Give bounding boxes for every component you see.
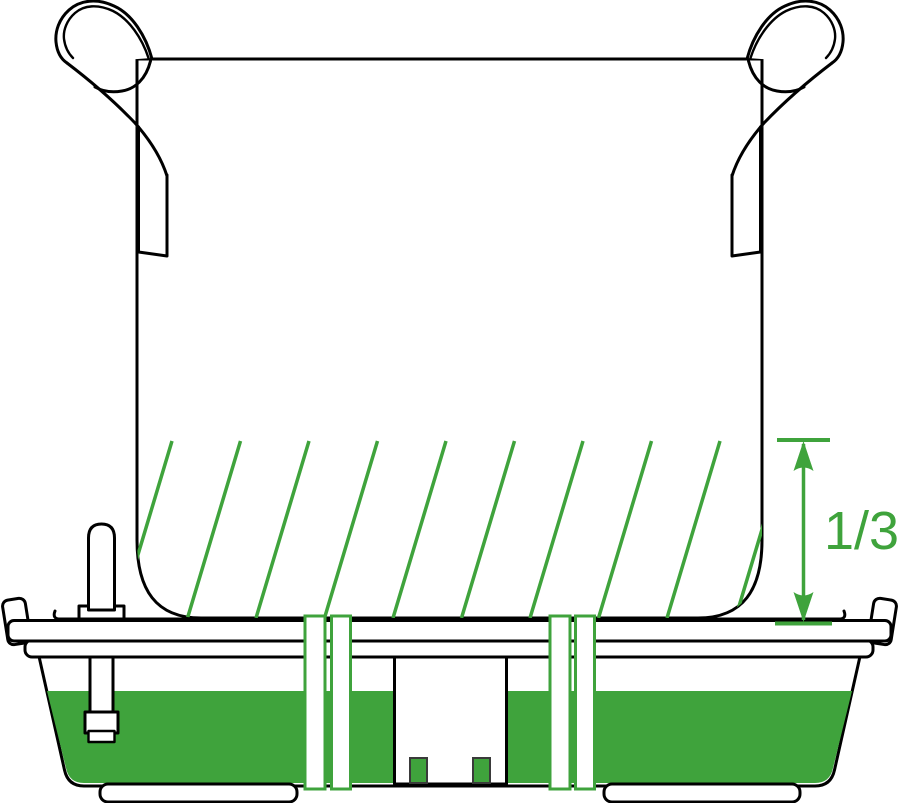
center-well xyxy=(393,654,508,786)
grow-bag-body xyxy=(135,57,764,620)
left-handle-strap-edge xyxy=(65,61,169,178)
fill-level-dimension-arrow: 1/3 xyxy=(775,438,899,626)
right-handle-strap-end xyxy=(730,125,762,258)
left-handle-outer-arc xyxy=(54,0,154,65)
wicking-strip xyxy=(303,614,327,791)
wicking-strip xyxy=(574,614,596,791)
water-reservoir-tray xyxy=(1,522,898,803)
hatch-line xyxy=(185,440,243,618)
tray-foot-left xyxy=(98,782,299,803)
absorbed-water-hatching xyxy=(137,440,762,618)
hatch-line xyxy=(391,440,448,618)
grow-bag-right-handle xyxy=(730,0,845,258)
hatch-line xyxy=(665,440,722,618)
hatch-line xyxy=(254,440,311,618)
hatch-line xyxy=(322,440,380,618)
wicking-strip xyxy=(330,614,352,791)
float-tip xyxy=(87,729,116,744)
right-handle-inner-arc xyxy=(749,5,837,60)
dimension-label: 1/3 xyxy=(824,501,899,561)
wicking-strip xyxy=(548,614,572,791)
arrowhead-up xyxy=(793,441,814,471)
lid-band-upper xyxy=(6,619,893,643)
grow-bag xyxy=(54,0,845,620)
well-foot-block-left xyxy=(409,757,428,784)
arrowhead-down xyxy=(793,592,814,622)
hatch-line xyxy=(459,440,517,618)
tray-foot-right xyxy=(602,782,802,803)
grow-bag-left-handle xyxy=(54,0,169,258)
hatch-line xyxy=(137,440,174,618)
right-handle-outer-arc xyxy=(745,0,845,65)
left-handle-strap-end xyxy=(137,125,169,258)
wicking-slot-strips xyxy=(303,614,596,791)
float-tube xyxy=(87,522,116,612)
left-handle-inner-arc xyxy=(62,5,150,60)
lid-band-lower xyxy=(23,638,875,659)
float-lower-assembly xyxy=(83,642,120,744)
hatch-line xyxy=(596,440,654,618)
hatch-line xyxy=(733,440,762,618)
right-handle-strap-edge xyxy=(730,61,834,178)
hatch-line xyxy=(528,440,585,618)
water-level-indicator-float xyxy=(77,522,126,621)
well-foot-block-right xyxy=(472,757,491,784)
